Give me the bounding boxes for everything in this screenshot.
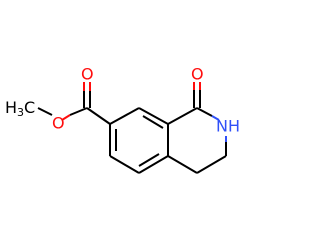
bond-ring-a-inner-3: [138, 153, 160, 167]
bond-carbonyl-nh: [196, 107, 213, 117]
lactam-carbonyl-oxygen-label: O: [191, 65, 204, 84]
molecule-structure: H3C O O O NH: [5, 64, 240, 174]
bond-carbonyl-nh-blue: [211, 115, 220, 121]
amine-label: NH: [216, 117, 240, 136]
bond-ring-a-5: [109, 155, 140, 174]
ester-carbonyl-oxygen-label: O: [81, 65, 94, 84]
bond-ester-o-carbonyl-c-red: [61, 114, 71, 121]
bond-ch2-ch2: [196, 155, 227, 174]
label-layer: H3C O O O NH: [5, 65, 240, 136]
bond-ester-c-ring: [86, 107, 111, 125]
molecule-svg: H3C O O O NH: [5, 65, 240, 174]
bond-ch2-ring: [167, 155, 198, 174]
bond-ring-a-2: [138, 107, 169, 125]
bond-methyl-ester-o: [37, 107, 53, 116]
bond-ester-o-carbonyl-c: [69, 107, 88, 116]
bond-ring-b-top-c: [167, 107, 198, 125]
bond-ring-a-4: [138, 155, 169, 174]
bond-layer: [37, 82, 227, 174]
bond-ring-a-inner-2: [142, 115, 164, 129]
bond-ring-a-1: [109, 107, 140, 125]
ester-oxygen-label: O: [52, 114, 65, 133]
methyl-label: H3C: [5, 98, 35, 120]
